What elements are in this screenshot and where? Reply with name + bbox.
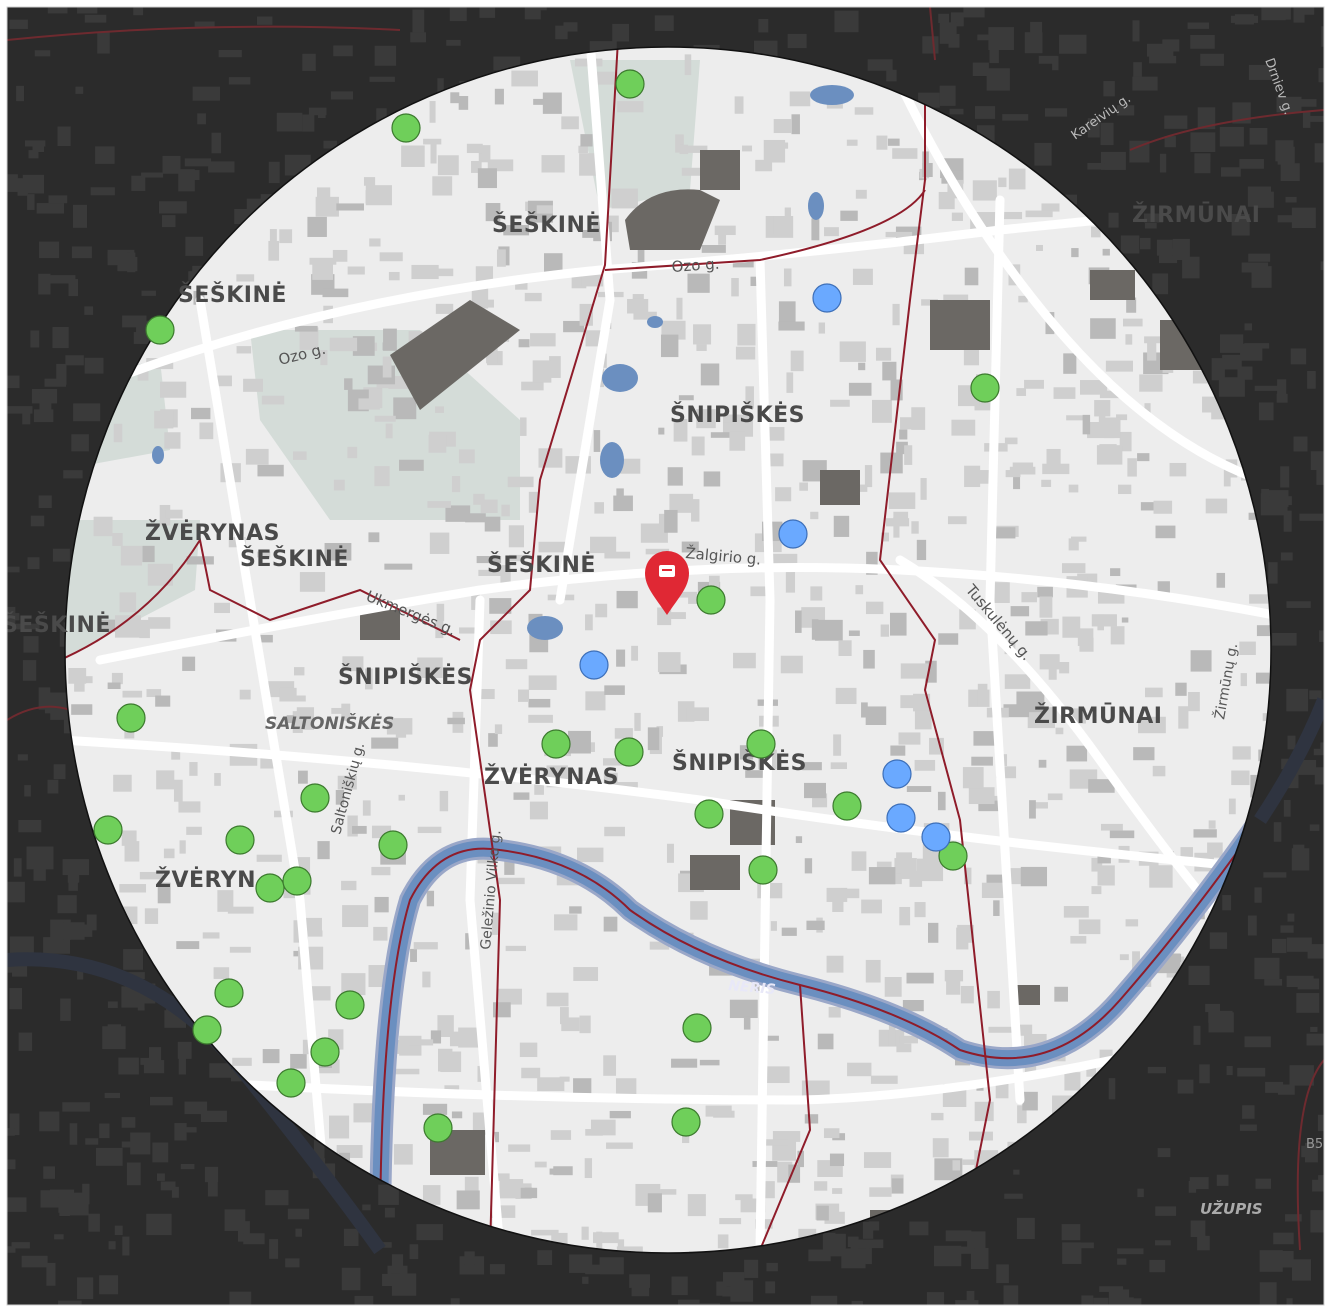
district-label: ŽIRMŪNAI (1034, 703, 1162, 729)
green-marker[interactable] (938, 841, 968, 871)
blue-marker[interactable] (886, 803, 916, 833)
district-label: ŠNIPIŠKĖS (338, 664, 473, 690)
river-label: NERIS (728, 978, 777, 998)
green-marker[interactable] (116, 703, 146, 733)
green-marker[interactable] (614, 737, 644, 767)
blue-marker[interactable] (812, 283, 842, 313)
roads (65, 47, 1271, 1253)
green-marker[interactable] (145, 315, 175, 345)
green-marker[interactable] (276, 1068, 306, 1098)
district-label: ŠEŠKINĖ (492, 212, 601, 238)
district-label: SALTONIŠKĖS (265, 712, 394, 734)
map-border (6, 6, 1325, 1306)
map-markers[interactable] (93, 69, 1000, 1143)
green-marker[interactable] (423, 1113, 453, 1143)
blue-marker[interactable] (579, 650, 609, 680)
blue-marker[interactable] (921, 822, 951, 852)
district-label: ŽIRMŪNAI (1132, 202, 1260, 228)
blue-marker[interactable] (882, 759, 912, 789)
district-label: ŠEŠKINĖ (178, 282, 287, 308)
street-label: B5 (1306, 1137, 1323, 1152)
green-marker[interactable] (255, 873, 285, 903)
district-boundaries (65, 47, 992, 1251)
green-marker[interactable] (694, 799, 724, 829)
blue-marker[interactable] (778, 519, 808, 549)
green-marker[interactable] (682, 1013, 712, 1043)
green-marker[interactable] (310, 1037, 340, 1067)
river-neris (369, 813, 1270, 1251)
green-marker[interactable] (832, 791, 862, 821)
green-marker[interactable] (214, 978, 244, 1008)
district-label: ŠEŠKINĖ (240, 546, 349, 572)
ponds (152, 85, 854, 640)
green-marker[interactable] (391, 113, 421, 143)
location-pin-icon[interactable] (645, 551, 689, 615)
district-label: UŽUPIS (1200, 1199, 1263, 1218)
district-label: ŠEŠKINĖ (487, 552, 596, 578)
search-radius-circle (64, 46, 1272, 1254)
green-marker[interactable] (671, 1107, 701, 1137)
green-marker[interactable] (378, 830, 408, 860)
district-label: ŠNIPIŠKĖS (670, 402, 805, 428)
street-label: Ozo g. (671, 255, 720, 276)
district-label: ŠEŠKINĖ (2, 612, 111, 638)
green-marker[interactable] (335, 990, 365, 1020)
district-label: ŽVĖRYNAS (145, 520, 280, 546)
green-marker[interactable] (192, 1015, 222, 1045)
green-marker[interactable] (615, 69, 645, 99)
district-label: ŠNIPIŠKĖS (672, 750, 807, 776)
green-marker[interactable] (93, 815, 123, 845)
green-marker[interactable] (696, 585, 726, 615)
green-marker[interactable] (300, 783, 330, 813)
green-marker[interactable] (282, 866, 312, 896)
green-marker[interactable] (746, 729, 776, 759)
green-marker[interactable] (225, 825, 255, 855)
outside-boundaries (7, 7, 1324, 1251)
district-label: ŽVĖRYN (155, 867, 256, 893)
green-marker[interactable] (748, 855, 778, 885)
green-marker[interactable] (541, 729, 571, 759)
green-marker[interactable] (970, 373, 1000, 403)
district-label: ŽVĖRYNAS (484, 764, 619, 790)
